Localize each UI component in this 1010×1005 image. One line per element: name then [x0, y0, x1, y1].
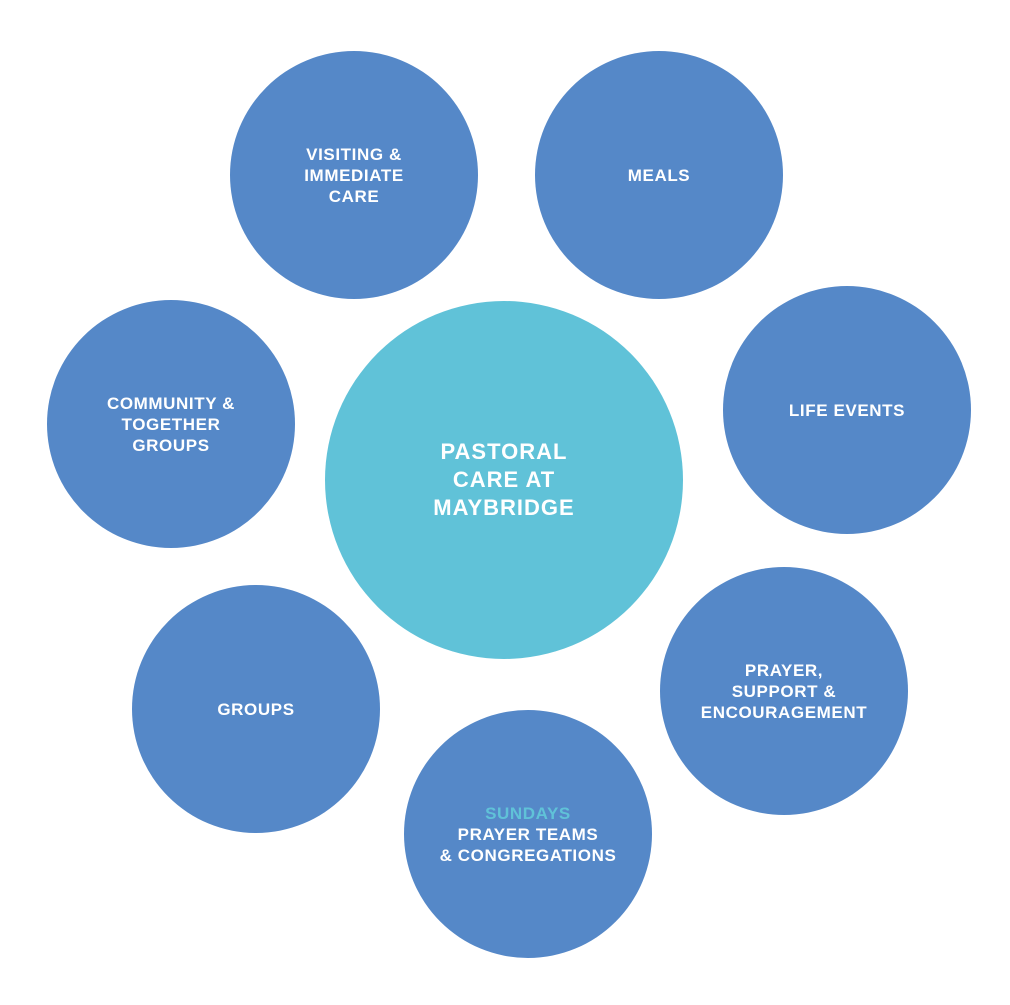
node-visiting-immediate-care: VISITING & IMMEDIATE CARE [230, 51, 478, 299]
node-label-line: TOGETHER [121, 414, 221, 434]
node-groups: GROUPS [132, 585, 380, 833]
node-label-line: & CONGREGATIONS [439, 845, 617, 865]
node-label: GROUPS [217, 699, 294, 720]
node-label: PRAYER, SUPPORT & ENCOURAGEMENT [701, 660, 867, 723]
node-label-line: GROUPS [132, 435, 210, 455]
node-label: SUNDAYS PRAYER TEAMS & CONGREGATIONS [440, 803, 617, 866]
node-label-line: LIFE EVENTS [788, 400, 906, 420]
node-label-line: COMMUNITY & [106, 393, 236, 413]
node-meals: MEALS [535, 51, 783, 299]
node-label-line: PRAYER, [744, 660, 824, 680]
node-label-line: MEALS [627, 165, 691, 185]
center-node-pastoral-care: PASTORAL CARE AT MAYBRIDGE [325, 301, 683, 659]
node-community-together-groups: COMMUNITY & TOGETHER GROUPS [47, 300, 295, 548]
node-label-line: IMMEDIATE [304, 165, 404, 185]
node-label-line: VISITING & [306, 144, 402, 164]
node-label-line: ENCOURAGEMENT [700, 702, 868, 722]
node-sundays: SUNDAYS PRAYER TEAMS & CONGREGATIONS [404, 710, 652, 958]
node-prayer-support-encouragement: PRAYER, SUPPORT & ENCOURAGEMENT [660, 567, 908, 815]
node-life-events: LIFE EVENTS [723, 286, 971, 534]
center-label-line: MAYBRIDGE [433, 495, 575, 520]
node-label-line: CARE [328, 186, 380, 206]
node-heading: SUNDAYS [485, 803, 571, 823]
center-label-line: CARE AT [452, 467, 556, 492]
node-label: VISITING & IMMEDIATE CARE [304, 144, 404, 207]
center-label-line: PASTORAL [440, 439, 568, 464]
node-label: COMMUNITY & TOGETHER GROUPS [107, 393, 235, 456]
center-label: PASTORAL CARE AT MAYBRIDGE [433, 438, 574, 522]
node-label: MEALS [628, 165, 691, 186]
node-label: LIFE EVENTS [789, 400, 905, 421]
node-label-line: GROUPS [217, 699, 295, 719]
node-label-line: SUPPORT & [731, 681, 837, 701]
node-label-line: PRAYER TEAMS [457, 824, 599, 844]
